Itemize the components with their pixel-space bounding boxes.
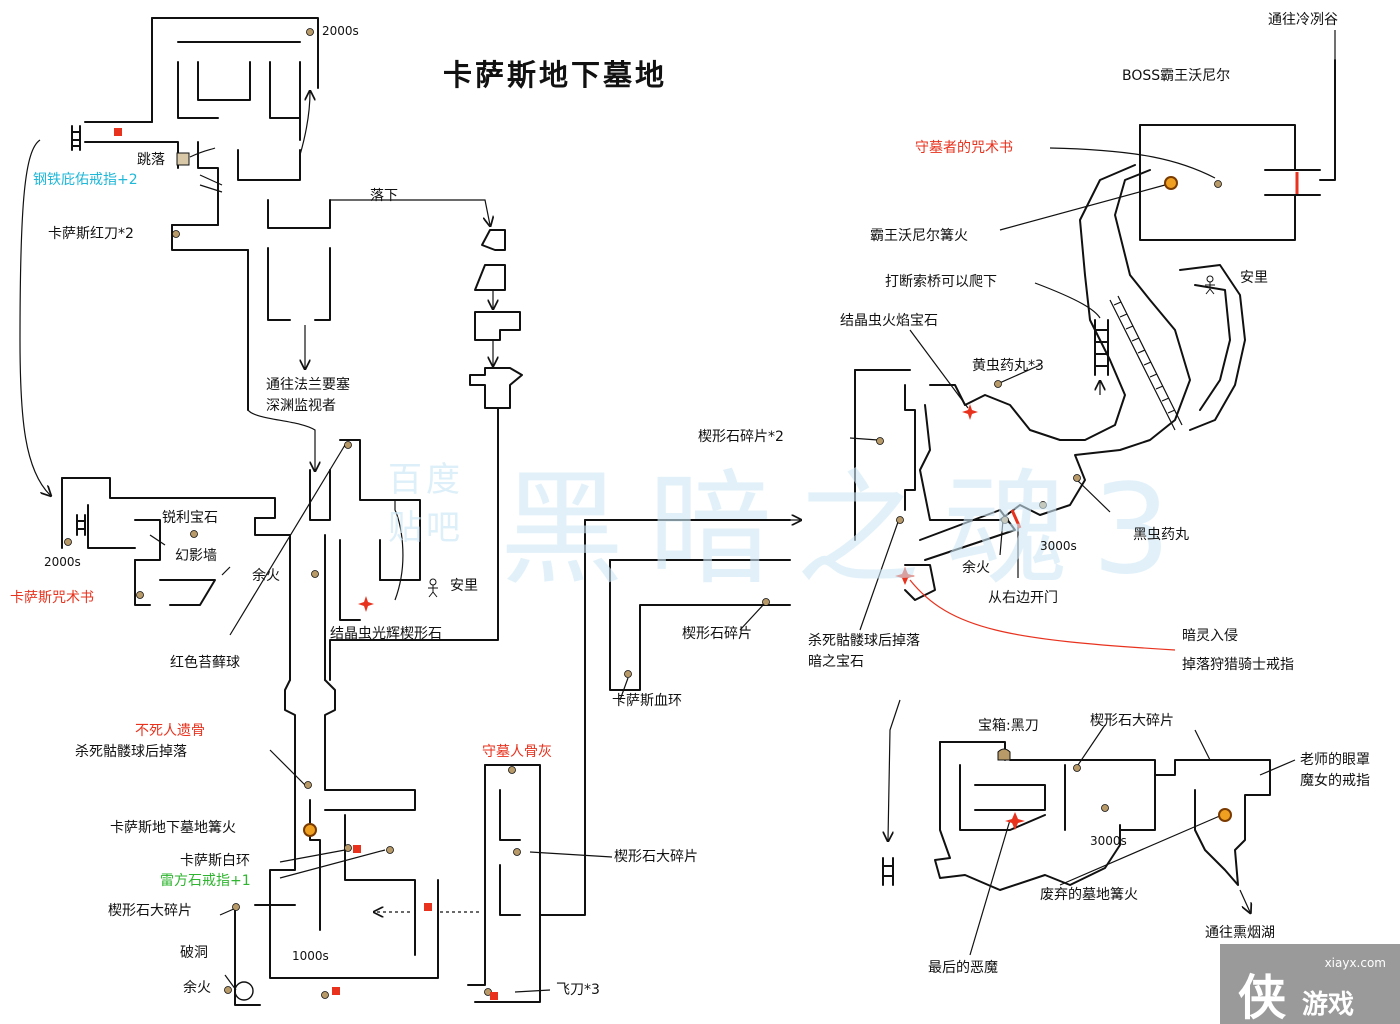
- label-anri-2: 安里: [1240, 270, 1268, 286]
- label-kill-ball-2a: 杀死骷髅球后掉落: [808, 633, 920, 649]
- label-titanite-large-2: 楔形石大碎片: [614, 849, 698, 865]
- label-titanite-shard-x2: 楔形石碎片*2: [698, 429, 784, 445]
- label-old-demon: 最后的恶魔: [928, 960, 998, 976]
- label-lightning-ring: 雷方石戒指+1: [160, 873, 251, 889]
- label-3000s-mid: 3000s: [1040, 539, 1077, 553]
- label-kill-ball-2b: 暗之宝石: [808, 654, 864, 670]
- label-wolnir-bonfire: 霸王沃尼尔篝火: [870, 228, 968, 244]
- label-yellow-bug: 黄虫药丸*3: [972, 358, 1044, 374]
- chest-icon: [997, 748, 1011, 761]
- label-chest-black-blade: 宝箱:黑刀: [978, 718, 1039, 734]
- item-dots: [64, 28, 1222, 999]
- label-throwing-knife: 飞刀*3: [556, 982, 600, 998]
- label-titanite-large-1: 楔形石大碎片: [108, 903, 192, 919]
- label-to-irithyll: 通往冷冽谷: [1268, 12, 1338, 28]
- logo-text: 游戏: [1302, 990, 1355, 1020]
- anri-figure-2: [1205, 275, 1215, 295]
- logo-url: xiayx.com: [1324, 956, 1386, 970]
- rope-bridge: [1109, 295, 1183, 431]
- label-titanite-shard: 楔形石碎片: [682, 626, 752, 642]
- label-boss: BOSS霸王沃尼尔: [1122, 68, 1231, 84]
- watermark-small-1: 百度: [388, 460, 464, 500]
- label-luoxia: 落下: [370, 188, 398, 204]
- label-undead-bone: 不死人遗骨: [135, 723, 205, 739]
- site-logo: xiayx.com 侠 游戏: [1220, 944, 1400, 1024]
- label-bloodring: 卡萨斯血环: [612, 693, 682, 709]
- label-crystal-fire-gem: 结晶虫火焰宝石: [840, 313, 938, 329]
- leader-lines: [19, 30, 1336, 993]
- label-warden-pyromancy: 守墓者的咒术书: [915, 140, 1013, 156]
- label-anri-1: 安里: [450, 578, 478, 594]
- label-red-moss: 红色苔藓球: [170, 655, 240, 671]
- label-ember-1: 余火: [252, 568, 280, 584]
- bonfires: [303, 176, 1232, 837]
- label-grave-warden-ash: 守墓人骨灰: [482, 744, 552, 760]
- label-2000s-left: 2000s: [44, 555, 81, 569]
- map-title: 卡萨斯地下墓地: [443, 58, 668, 92]
- label-illusion-wall: 幻影墙: [175, 548, 217, 564]
- jump-box-icon: [176, 152, 190, 166]
- label-teacher-2: 魔女的戒指: [1300, 773, 1370, 789]
- label-to-farron-1: 通往法兰要塞: [266, 377, 350, 393]
- label-2000s-top: 2000s: [322, 24, 359, 38]
- door-bars: [1010, 172, 1299, 529]
- label-kill-ball-1: 杀死骷髅球后掉落: [75, 744, 187, 760]
- label-carthus-pyromancy: 卡萨斯咒术书: [10, 590, 94, 606]
- label-ember-3: 余火: [962, 560, 990, 576]
- label-crystal-twinkling: 结晶虫光辉楔形石: [330, 626, 442, 642]
- label-open-right: 从右边开门: [988, 590, 1058, 606]
- red-stars: [358, 404, 1025, 830]
- label-1000s: 1000s: [292, 949, 329, 963]
- label-catacombs-bonfire: 卡萨斯地下墓地篝火: [110, 820, 236, 836]
- watermark-main: 黑暗之魂3: [500, 458, 1195, 602]
- label-break-bridge: 打断索桥可以爬下: [885, 274, 997, 290]
- walls: [61, 17, 1336, 1006]
- label-invade-1: 暗灵入侵: [1182, 628, 1238, 644]
- label-ember-2: 余火: [183, 980, 211, 996]
- label-titanite-large-3: 楔形石大碎片: [1090, 713, 1174, 729]
- invasion-leader: [909, 579, 1176, 651]
- label-teacher-1: 老师的眼罩: [1300, 752, 1370, 768]
- label-sharp-gem: 锐利宝石: [162, 510, 218, 526]
- red-markers: [114, 128, 498, 1000]
- label-carthus-milkring: 卡萨斯白环: [180, 853, 250, 869]
- label-invade-2: 掉落狩猎骑士戒指: [1182, 657, 1294, 673]
- label-abandoned-bonfire: 废弃的墓地篝火: [1040, 887, 1138, 903]
- label-to-smouldering: 通往熏烟湖: [1205, 925, 1275, 941]
- logo-char: 侠: [1238, 970, 1287, 1024]
- label-red-sword: 卡萨斯红刀*2: [48, 226, 134, 242]
- label-hole: 破洞: [180, 945, 208, 961]
- hole-icon: [234, 981, 254, 1001]
- label-steel-ring: 钢铁庇佑戒指+2: [33, 172, 138, 188]
- label-to-farron-2: 深渊监视者: [266, 398, 336, 414]
- label-black-bug: 黑虫药丸: [1133, 527, 1189, 543]
- watermark-small-2: 贴吧: [388, 508, 464, 548]
- label-tiaoluo: 跳落: [137, 152, 165, 168]
- anri-figure-1: [428, 578, 438, 598]
- label-3000s-bottom: 3000s: [1090, 834, 1127, 848]
